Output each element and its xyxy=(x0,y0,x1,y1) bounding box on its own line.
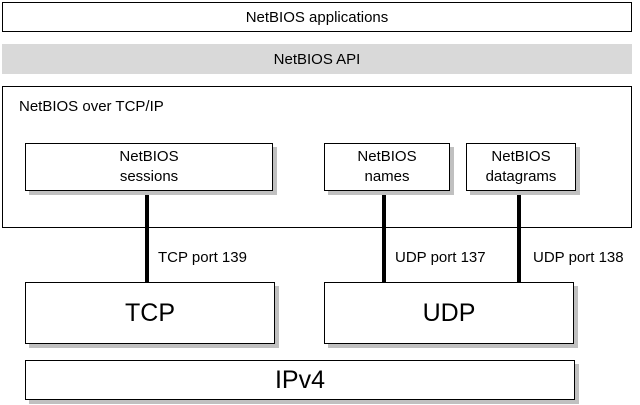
ipv4-box: IPv4 xyxy=(25,360,575,400)
netbios-applications-box: NetBIOS applications xyxy=(2,2,632,32)
netbios-sessions-line1: NetBIOS xyxy=(119,148,179,165)
udp-label: UDP xyxy=(422,298,476,327)
netbios-datagrams-box: NetBIOS datagrams xyxy=(466,143,576,191)
tcp-label: TCP xyxy=(125,298,175,327)
udp-port-137-label: UDP port 137 xyxy=(395,249,486,266)
netbios-names-line1: NetBIOS xyxy=(357,148,417,165)
udp-port-138-label: UDP port 138 xyxy=(533,249,624,266)
tcp-port-139-label: TCP port 139 xyxy=(158,249,247,266)
netbios-names-box: NetBIOS names xyxy=(324,143,450,191)
udp-port-137-connector xyxy=(382,195,386,282)
netbios-names-line2: names xyxy=(364,168,410,185)
netbios-over-tcpip-label: NetBIOS over TCP/IP xyxy=(19,98,164,115)
udp-box: UDP xyxy=(324,282,574,344)
udp-port-138-connector xyxy=(517,195,521,282)
netbios-api-label: NetBIOS API xyxy=(273,50,361,68)
netbios-datagrams-line2: datagrams xyxy=(485,168,557,185)
netbios-api-box: NetBIOS API xyxy=(2,44,632,74)
tcp-box: TCP xyxy=(25,282,275,344)
ipv4-label: IPv4 xyxy=(274,365,326,394)
tcp-port-139-connector xyxy=(145,195,149,282)
netbios-applications-label: NetBIOS applications xyxy=(245,8,389,26)
netbios-sessions-box: NetBIOS sessions xyxy=(25,143,273,191)
netbios-sessions-line2: sessions xyxy=(119,168,179,185)
netbios-datagrams-line1: NetBIOS xyxy=(491,148,551,165)
